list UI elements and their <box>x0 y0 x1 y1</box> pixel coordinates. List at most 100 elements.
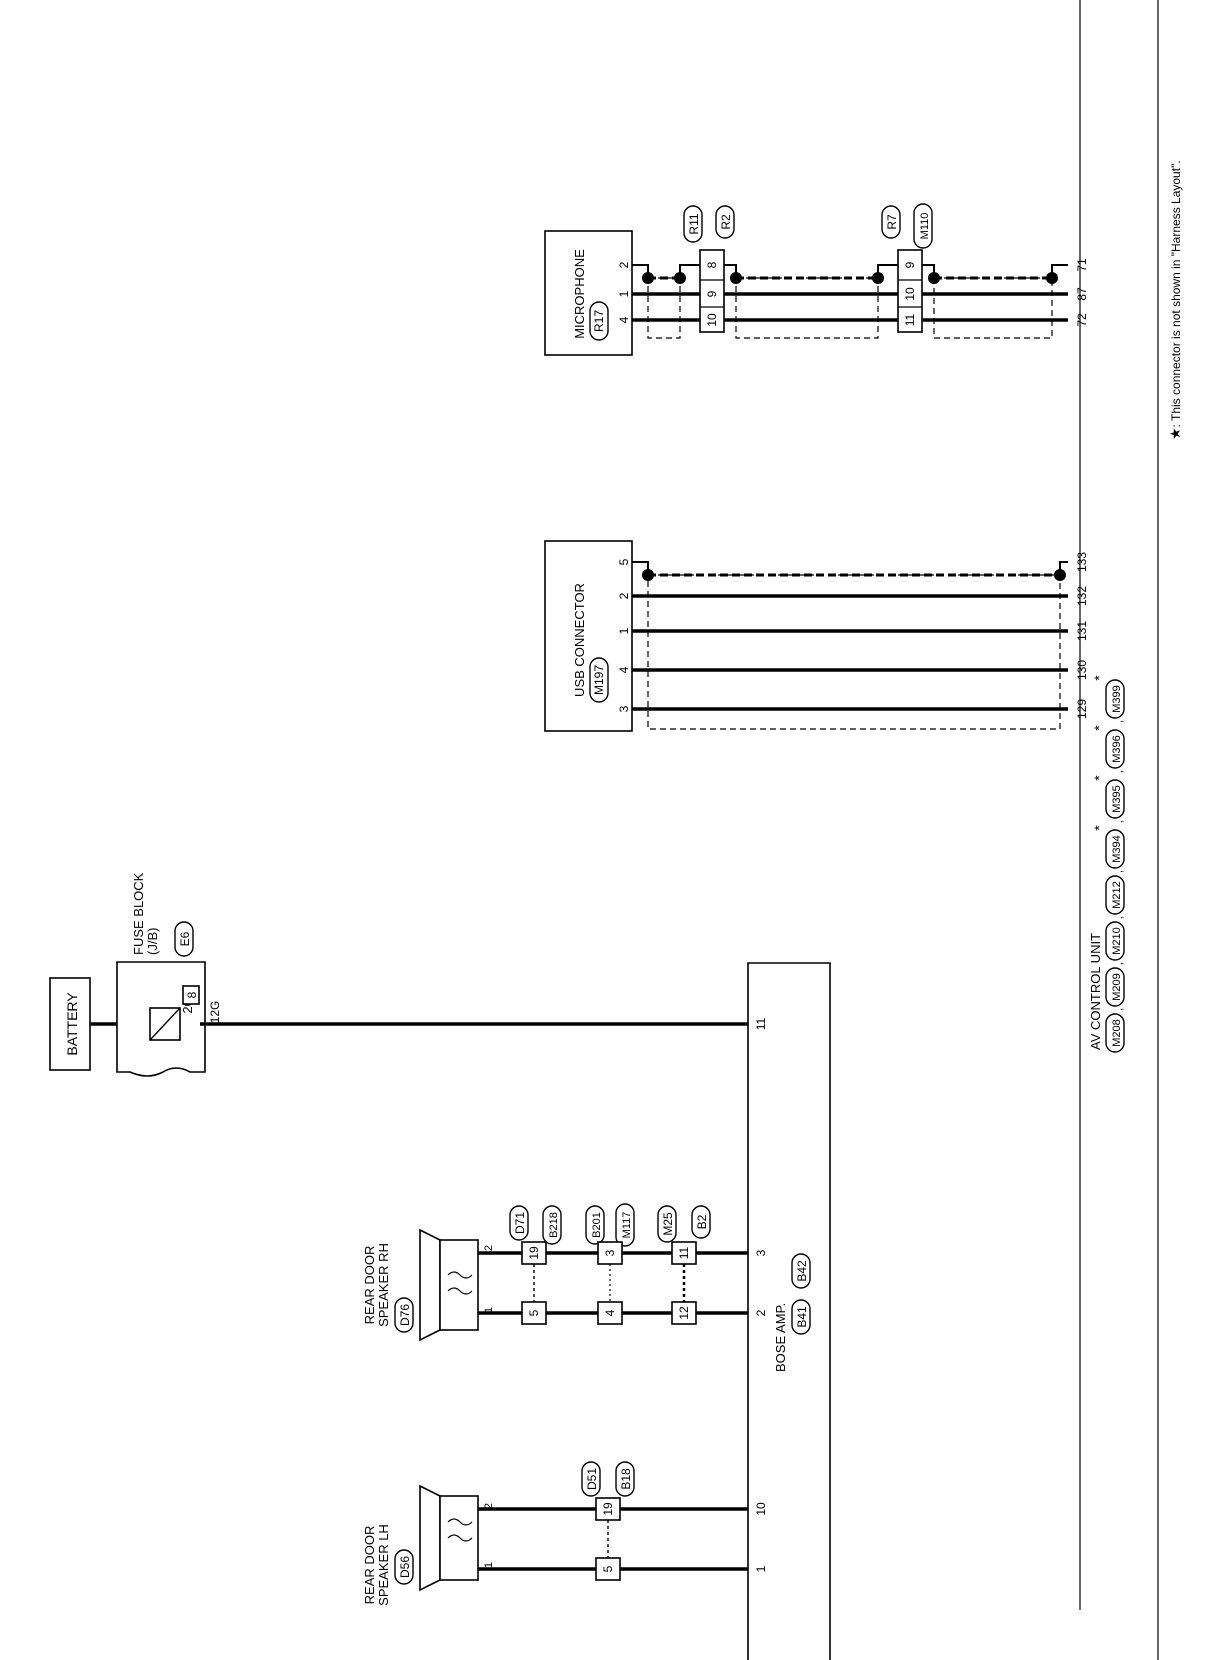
amp-terminal-power: 11 <box>754 1017 768 1030</box>
battery-label: BATTERY <box>64 992 80 1056</box>
speaker-lh-connector: D56 <box>398 1556 412 1578</box>
fuse-number: 8 <box>185 991 199 998</box>
av-terminal-132: 132 <box>1075 586 1089 606</box>
av-connector-star-icon: * <box>1091 725 1107 731</box>
rear-door-speaker-rh: REAR DOOR SPEAKER RH D76 2 1 <box>362 1228 495 1342</box>
junction-rh1-connector-a: D71 <box>513 1212 527 1234</box>
speaker-lh-line2: SPEAKER LH <box>376 1524 391 1606</box>
junction-rh3-connector-a: M25 <box>661 1212 675 1236</box>
junction-rh1-pin-b: 5 <box>527 1309 541 1316</box>
usb-pin-1: 1 <box>617 627 631 634</box>
mic-j1-connector-a: R11 <box>687 213 701 234</box>
mic-shield-to-j2 <box>877 264 898 278</box>
av-control-unit-label: AV CONTROL UNIT <box>1088 933 1103 1050</box>
speaker-rh-line2: SPEAKER RH <box>376 1243 391 1327</box>
mic-j2-connector-a: R7 <box>885 214 899 230</box>
junction-rh3-pin-a: 11 <box>677 1246 691 1259</box>
mic-shield-stub-right <box>1051 264 1068 278</box>
av-connector-badge <box>1105 1013 1125 1053</box>
mic-pin-1: 1 <box>617 290 631 297</box>
mic-j1-connector-b: R2 <box>719 214 733 230</box>
av-connector-star-icon: * <box>1091 775 1107 781</box>
av-connector-separator: , <box>1113 916 1125 919</box>
av-connector-star-icon: * <box>1091 825 1107 831</box>
mic-av-terminals: 71 87 72 <box>1075 258 1089 327</box>
mic-j2-pin-10: 10 <box>903 287 917 301</box>
mic-j1-pin-10: 10 <box>705 313 719 327</box>
junction-lh-pin-a: 19 <box>601 1502 615 1516</box>
av-connector-star-icon: * <box>1091 675 1107 681</box>
junction-rh-2: B201 M117 3 4 <box>585 1203 635 1325</box>
amp-terminal-rh-neg: 2 <box>754 1309 768 1316</box>
usb-shield-stub-right <box>1059 561 1068 575</box>
av-connector-code: M212 <box>1111 881 1123 909</box>
bose-amp-connector-1: B41 <box>795 1306 809 1328</box>
rear-door-speaker-lh: REAR DOOR SPEAKER LH D56 2 1 <box>362 1484 495 1606</box>
junction-rh2-connector-b: M117 <box>621 1212 633 1239</box>
av-connector-badge <box>1105 829 1125 869</box>
av-connector-badge <box>1105 967 1125 1007</box>
av-connector-code: M210 <box>1111 927 1123 955</box>
av-connector-badge <box>1105 921 1125 961</box>
av-connector-list: M208,M209,M210,M212,M394*,M395*,M396*,M3… <box>1091 675 1125 1053</box>
footnote: ★: This connector is not shown in "Harne… <box>1167 160 1183 440</box>
speaker-rh-pin-2: 2 <box>483 1245 495 1251</box>
junction-lh-connector-b: B18 <box>619 1468 633 1490</box>
junction-rh1-pin-a: 19 <box>527 1246 541 1260</box>
av-terminal-130: 130 <box>1075 660 1089 680</box>
junction-rh2-connector-a: B201 <box>591 1212 603 1238</box>
microphone-connector: R17 <box>592 310 606 332</box>
junction-lh-pin-b: 5 <box>601 1565 615 1572</box>
fuse-block-connector: E6 <box>178 931 192 946</box>
speaker-rh-connector: D76 <box>398 1304 412 1326</box>
bose-amp-connector-2: B42 <box>795 1260 809 1282</box>
fuse-block-connector-badge <box>174 921 194 957</box>
mic-pin-4: 4 <box>617 316 631 323</box>
fuse-block: FUSE BLOCK (J/B) E6 20A 8 12G <box>116 872 222 1077</box>
speaker-rh-coil-icon <box>447 1271 473 1295</box>
junction-rh2-pin-a: 3 <box>603 1249 617 1256</box>
av-connector-badge <box>1105 875 1125 915</box>
usb-av-terminals: 133 132 131 130 129 <box>1075 552 1089 719</box>
av-terminal-71: 71 <box>1075 258 1089 272</box>
junction-rh2-pin-b: 4 <box>603 1309 617 1316</box>
microphone-label: MICROPHONE <box>572 249 587 339</box>
speaker-lh-coil-icon <box>447 1518 473 1542</box>
speaker-lh-pin-1: 1 <box>483 1562 495 1568</box>
mic-j1-pin-8: 8 <box>705 261 719 268</box>
mic-junction-2: R7 M110 9 10 11 <box>881 203 933 333</box>
av-connector-code: M394 <box>1111 835 1123 863</box>
amp-terminal-lh-pos: 10 <box>754 1502 768 1516</box>
mic-j2-pin-9: 9 <box>903 261 917 268</box>
mic-shield-box-3 <box>933 277 1053 339</box>
speaker-lh-pin-2: 2 <box>483 1503 495 1509</box>
av-connector-separator: , <box>1113 1008 1125 1011</box>
mic-pin-2: 2 <box>617 261 631 268</box>
battery: BATTERY <box>49 977 91 1071</box>
mic-j1-pin-9: 9 <box>705 290 719 297</box>
junction-rh3-pin-b: 12 <box>677 1306 691 1320</box>
av-connector-badge <box>1105 779 1125 819</box>
junction-rh-3: M25 B2 11 12 <box>657 1205 711 1325</box>
amp-terminal-lh-neg: 1 <box>754 1565 768 1572</box>
junction-rh-1: D71 B218 19 5 <box>509 1205 562 1325</box>
av-connector-code: M395 <box>1111 785 1123 813</box>
av-connector-code: M399 <box>1111 685 1123 713</box>
av-connector-separator: , <box>1113 820 1125 823</box>
usb-pin-5: 5 <box>617 558 631 565</box>
av-terminal-133: 133 <box>1075 552 1089 572</box>
fuse-terminal: 12G <box>208 1001 222 1024</box>
av-connector-separator: , <box>1113 770 1125 773</box>
speaker-lh-line1: REAR DOOR <box>362 1526 377 1605</box>
av-connector-code: M396 <box>1111 735 1123 763</box>
mic-junction-1: R11 R2 8 9 10 <box>683 205 735 333</box>
bose-amp: 11 10 1 3 2 BOSE AMP. B41 B42 <box>747 962 831 1660</box>
speaker-rh-line1: REAR DOOR <box>362 1246 377 1325</box>
av-connector-code: M209 <box>1111 973 1123 1001</box>
fuse-block-subtitle: (J/B) <box>145 928 160 955</box>
av-connector-code: M208 <box>1111 1019 1123 1047</box>
usb-connector-label: USB CONNECTOR <box>572 583 587 697</box>
usb-connector: USB CONNECTOR M197 5 2 1 4 3 <box>544 540 633 732</box>
av-terminal-131: 131 <box>1075 621 1089 641</box>
